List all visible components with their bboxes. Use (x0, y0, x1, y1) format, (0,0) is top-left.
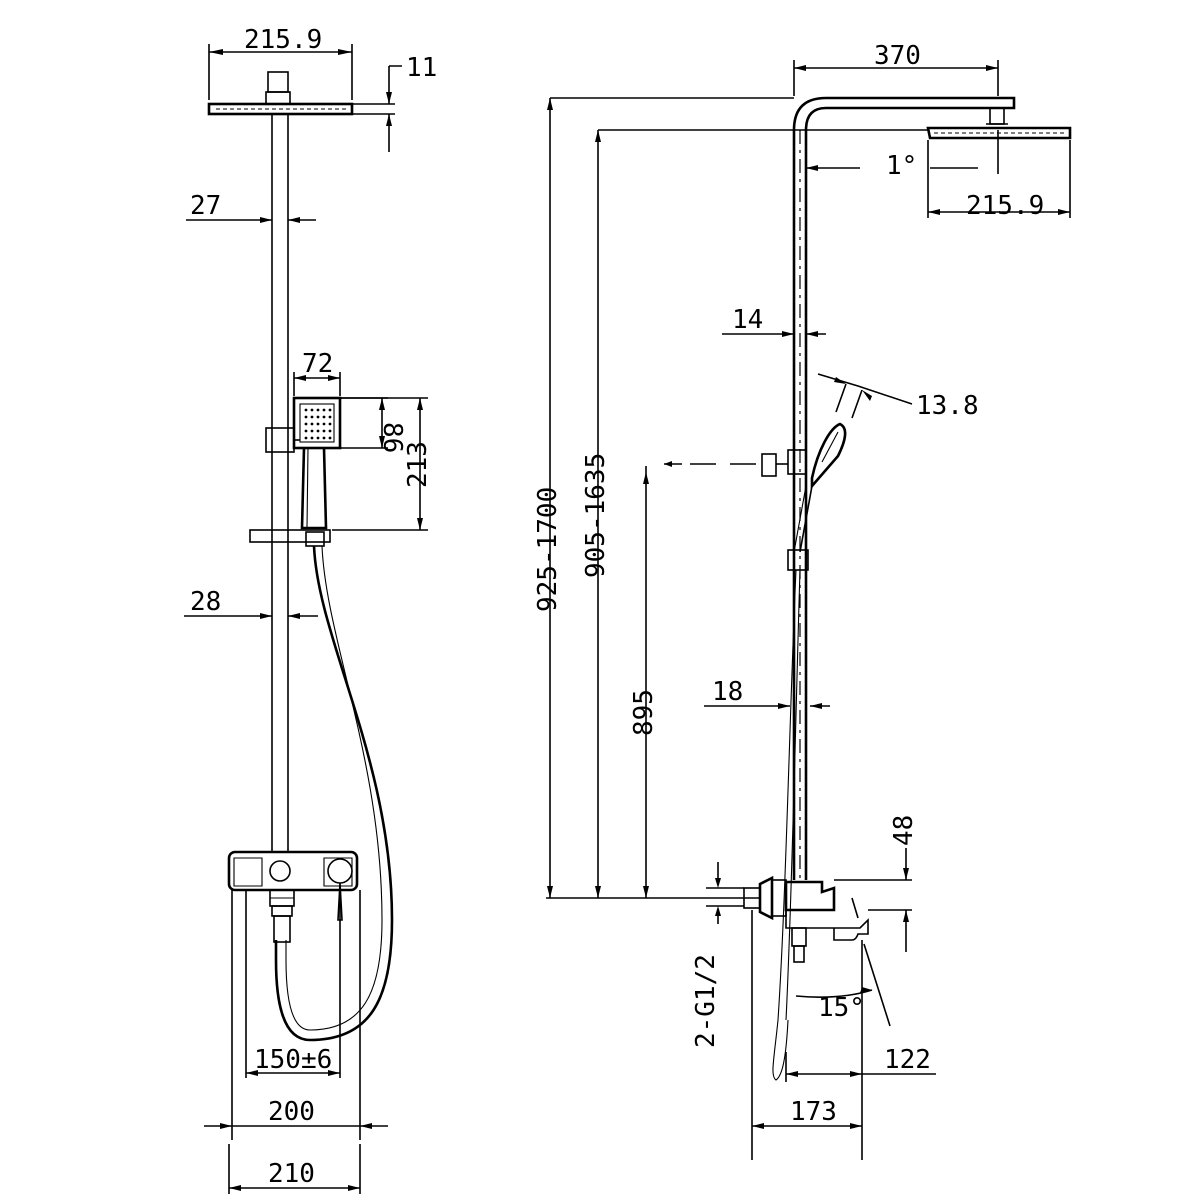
dim-width-inner: 200 (268, 1097, 315, 1127)
side-view: 370 1° 215.9 14 13.8 (533, 41, 1072, 1160)
dim-valve-height: 48 (889, 815, 919, 846)
dim-head-width-side: 215.9 (966, 191, 1044, 221)
dim-upper-pipe: 27 (190, 191, 221, 221)
front-view: 215.9 11 27 (184, 25, 437, 1194)
dim-handheld-height: 213 (403, 441, 433, 488)
mixer-valve-front (227, 850, 359, 943)
dim-width-outer: 210 (268, 1159, 315, 1189)
dim-lower-pipe-side: 18 (712, 677, 743, 707)
dim-centers: 150±6 (254, 1045, 332, 1075)
dim-handheld-head-height: 86 (377, 422, 407, 453)
dim-spout-angle: 15° (818, 993, 865, 1023)
rain-shower-head-front (207, 71, 354, 116)
dim-hose-diameter: 13.8 (916, 391, 979, 421)
dim-inlet: 2-G1/2 (691, 954, 721, 1048)
handheld-shower-front (292, 396, 342, 530)
dim-lower-pipe-front: 28 (190, 587, 221, 617)
dim-head-thickness: 11 (406, 53, 437, 83)
dim-total-height: 925-1700 (533, 487, 563, 612)
handheld-shower-side (793, 422, 847, 553)
dim-bracket-height: 895 (629, 689, 659, 736)
dim-head-height: 905-1635 (581, 453, 611, 578)
mixer-valve-side (743, 875, 869, 963)
dim-tilt-angle: 1° (886, 151, 917, 181)
rain-shower-head-side (926, 126, 1072, 140)
dim-depth: 173 (790, 1097, 837, 1127)
dim-handheld-width: 72 (302, 349, 333, 379)
dim-arm-reach: 370 (874, 41, 921, 71)
dim-head-width-front: 215.9 (244, 25, 322, 55)
dim-top-pipe: 14 (732, 305, 763, 335)
dim-spout-reach: 122 (884, 1045, 931, 1075)
